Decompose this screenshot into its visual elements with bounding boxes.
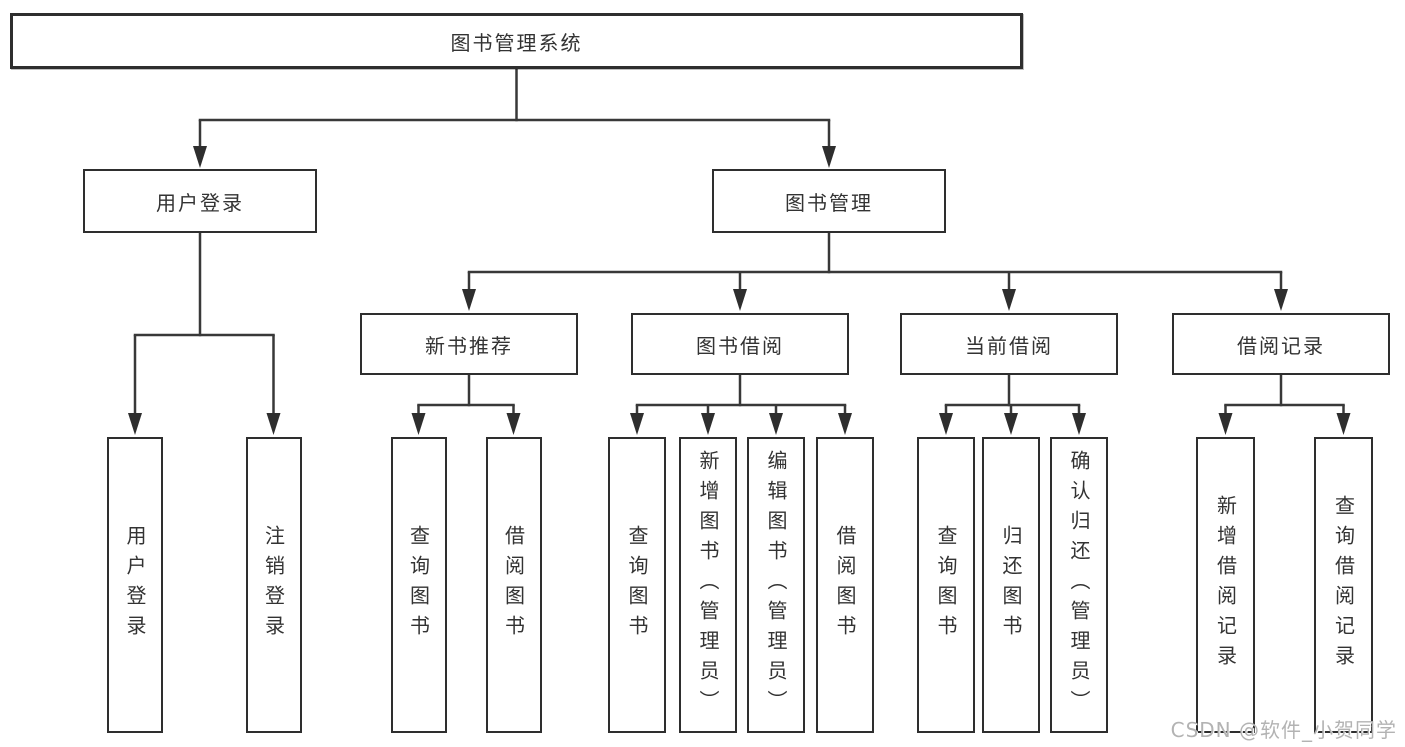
node-leaf-nb-borrow-books-label: 借阅图书 <box>501 525 526 645</box>
node-leaf-cb-confirm-return-admin-label: 确认归还（管理员） <box>1067 450 1091 720</box>
node-leaf-nb-borrow-books: 借阅图书 <box>485 437 542 733</box>
node-user-login-label: 用户登录 <box>156 190 244 215</box>
node-leaf-br-query-record: 查询借阅记录 <box>1314 437 1373 733</box>
node-leaf-br-add-record: 新增借阅记录 <box>1196 437 1255 733</box>
connector-book-borrow-children <box>630 375 852 435</box>
node-leaf-cb-return-books-label: 归还图书 <box>999 525 1023 645</box>
node-leaf-cb-query-books-label: 查询图书 <box>934 525 958 645</box>
csdn-watermark: CSDN @软件_小贺同学 <box>1170 718 1397 742</box>
connector-root-to-level2 <box>193 69 836 168</box>
node-leaf-bb-add-book-admin: 新增图书（管理员） <box>679 437 737 733</box>
connector-new-book-rec-children <box>411 375 521 435</box>
node-leaf-cb-return-books: 归还图书 <box>982 437 1040 733</box>
node-leaf-bb-borrow-books: 借阅图书 <box>816 437 874 733</box>
node-leaf-nb-query-books: 查询图书 <box>390 437 447 733</box>
node-leaf-br-query-record-label: 查询借阅记录 <box>1331 495 1356 675</box>
node-leaf-bb-add-book-admin-label: 新增图书（管理员） <box>696 450 720 720</box>
node-leaf-user-login: 用户登录 <box>107 437 163 733</box>
node-borrow-records-label: 借阅记录 <box>1237 333 1325 358</box>
connector-current-borrow-children <box>939 375 1086 435</box>
node-book-borrow-label: 图书借阅 <box>696 333 784 358</box>
node-leaf-bb-edit-book-admin: 编辑图书（管理员） <box>747 437 805 733</box>
node-leaf-bb-query-books-label: 查询图书 <box>625 525 649 645</box>
node-borrow-records: 借阅记录 <box>1172 313 1390 375</box>
node-book-mgmt: 图书管理 <box>712 169 946 233</box>
node-leaf-bb-query-books: 查询图书 <box>608 437 666 733</box>
connector-user-login-children <box>128 233 281 435</box>
node-root-label: 图书管理系统 <box>450 30 583 55</box>
connector-book-mgmt-to-level3 <box>462 233 1288 311</box>
node-root: 图书管理系统 <box>10 13 1023 69</box>
node-leaf-logout: 注销登录 <box>245 437 302 733</box>
node-leaf-cb-confirm-return-admin: 确认归还（管理员） <box>1050 437 1108 733</box>
node-user-login: 用户登录 <box>83 169 317 233</box>
node-leaf-br-add-record-label: 新增借阅记录 <box>1213 495 1238 675</box>
node-book-borrow: 图书借阅 <box>631 313 849 375</box>
node-current-borrow: 当前借阅 <box>900 313 1118 375</box>
node-leaf-bb-borrow-books-label: 借阅图书 <box>833 525 857 645</box>
node-new-book-rec-label: 新书推荐 <box>425 333 513 358</box>
node-leaf-user-login-label: 用户登录 <box>123 525 147 645</box>
node-current-borrow-label: 当前借阅 <box>965 333 1053 358</box>
connector-borrow-records-children <box>1218 375 1351 435</box>
node-leaf-cb-query-books: 查询图书 <box>917 437 975 733</box>
node-leaf-nb-query-books-label: 查询图书 <box>406 525 431 645</box>
node-book-mgmt-label: 图书管理 <box>785 190 873 215</box>
node-leaf-logout-label: 注销登录 <box>261 525 286 645</box>
node-new-book-rec: 新书推荐 <box>360 313 578 375</box>
node-leaf-bb-edit-book-admin-label: 编辑图书（管理员） <box>764 450 788 720</box>
